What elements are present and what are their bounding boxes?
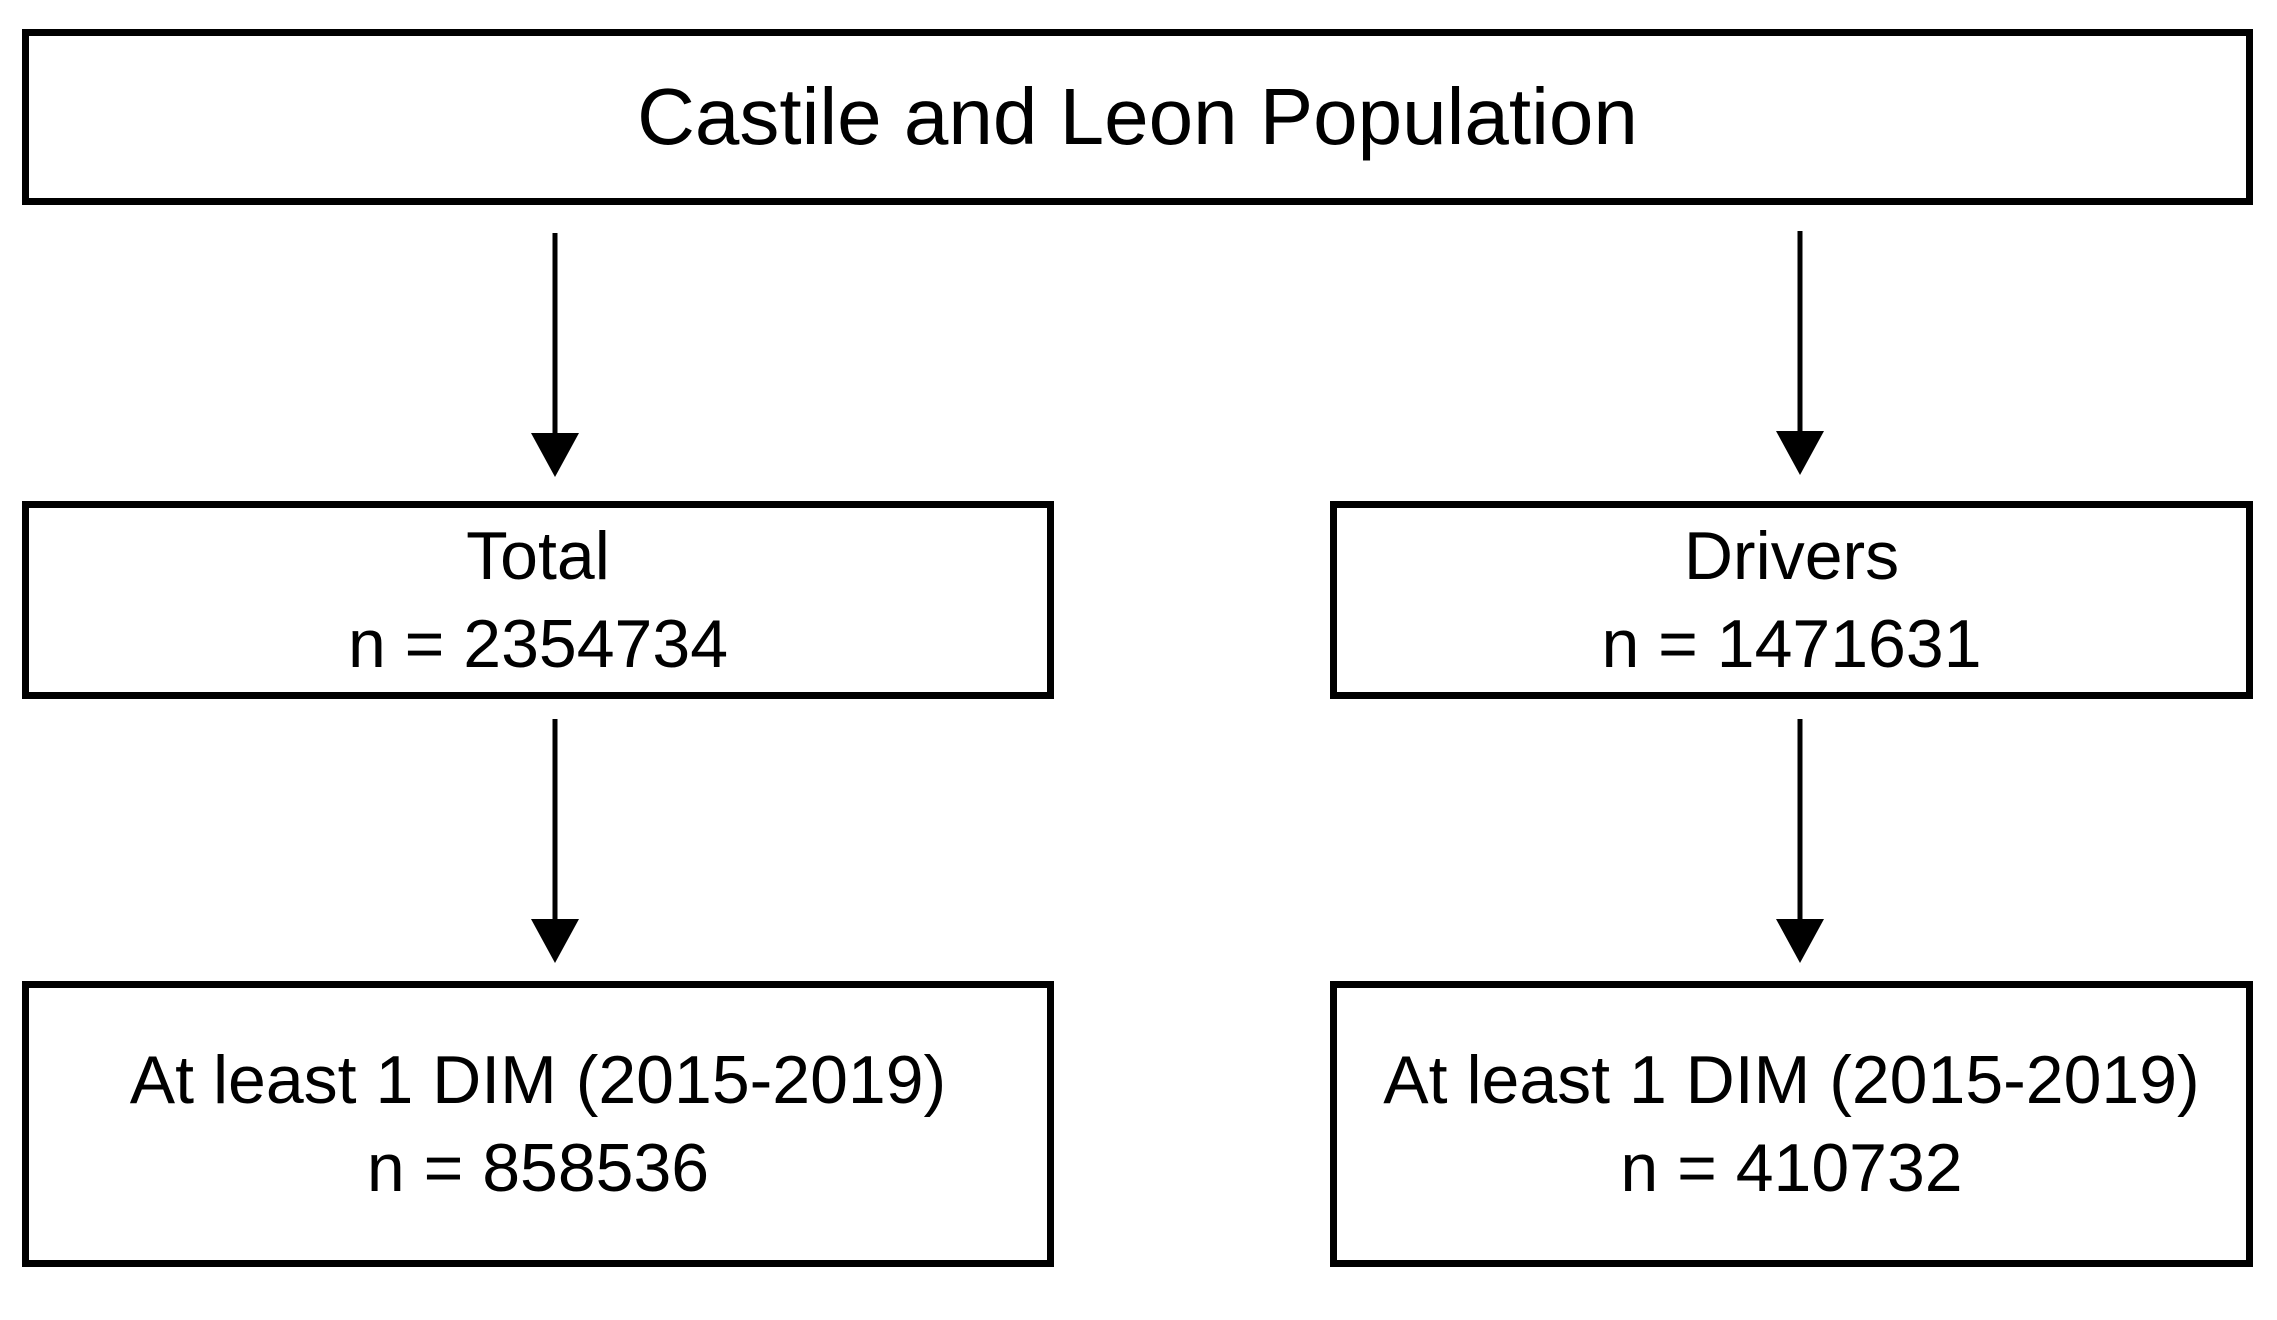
node-drivers-title: Drivers bbox=[1683, 517, 1900, 594]
node-drivers: Drivers n = 1471631 bbox=[1330, 501, 2253, 699]
node-total-dim: At least 1 DIM (2015-2019) n = 858536 bbox=[22, 981, 1054, 1267]
down-arrow-drivers-to-dim-icon bbox=[1776, 719, 1824, 963]
node-total-title: Total bbox=[466, 517, 610, 594]
node-population-label: Castile and Leon Population bbox=[637, 72, 1638, 161]
node-total-dim-title: At least 1 DIM (2015-2019) bbox=[129, 1041, 947, 1118]
node-drivers-dim-count: n = 410732 bbox=[1620, 1130, 1963, 1206]
node-total-count: n = 2354734 bbox=[347, 606, 729, 682]
node-total: Total n = 2354734 bbox=[22, 501, 1054, 699]
node-drivers-dim: At least 1 DIM (2015-2019) n = 410732 bbox=[1330, 981, 2253, 1267]
node-total-dim-count: n = 858536 bbox=[366, 1130, 710, 1206]
down-arrow-total-to-dim-icon bbox=[531, 719, 579, 963]
down-arrow-population-to-drivers-icon bbox=[1776, 231, 1824, 475]
down-arrow-population-to-total-icon bbox=[531, 233, 579, 477]
node-drivers-count: n = 1471631 bbox=[1601, 606, 1982, 682]
node-drivers-dim-title: At least 1 DIM (2015-2019) bbox=[1383, 1041, 2200, 1118]
node-population: Castile and Leon Population bbox=[22, 29, 2253, 205]
